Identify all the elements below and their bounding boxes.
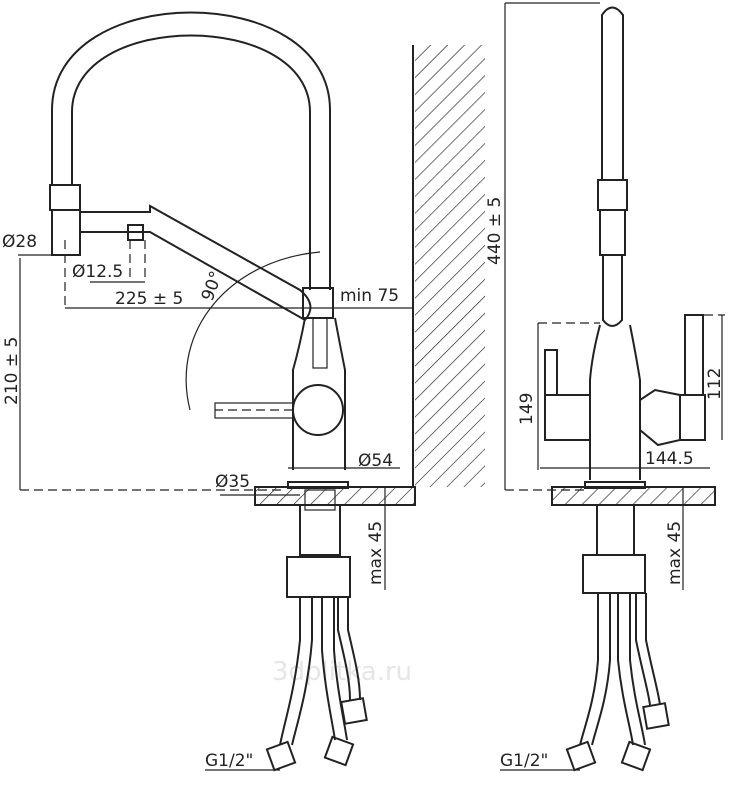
- reach-label: 225 ± 5: [115, 289, 183, 309]
- counter-thickness-label: max 45: [665, 521, 685, 585]
- side-dimension-lines: [18, 240, 413, 771]
- front-dimension-lines: [500, 2, 725, 771]
- shank: [565, 504, 670, 772]
- side-view: Ø28 Ø12.5 225 ± 5 90° min 75 210 ± 5 Ø54…: [2, 11, 485, 772]
- faucet-body: [185, 251, 349, 489]
- connection-label: G1/2": [205, 751, 253, 771]
- shank: [265, 489, 368, 772]
- body-diameter-label: Ø54: [358, 451, 393, 471]
- aerator-diameter-label: Ø12.5: [72, 262, 123, 282]
- spout-height-label: 210 ± 5: [2, 337, 22, 405]
- swivel-angle-label: 90°: [198, 269, 227, 304]
- total-height-label: 440 ± 5: [485, 197, 505, 265]
- hole-diameter-label: Ø35: [215, 472, 250, 492]
- wall: [412, 45, 485, 487]
- spout: [49, 11, 334, 322]
- front-view: 440 ± 5 149 112 144.5 max 45 G1/2": [485, 2, 725, 772]
- wall-clearance-label: min 75: [340, 286, 399, 306]
- spout: [597, 6, 628, 327]
- right-handle-height-label: 112: [705, 368, 725, 400]
- connection-label: G1/2": [500, 751, 548, 771]
- spout-diameter-label: Ø28: [2, 232, 37, 252]
- left-handle-height-label: 149: [517, 393, 537, 425]
- counter-thickness-label: max 45: [366, 521, 386, 585]
- handle-span-label: 144.5: [645, 449, 694, 469]
